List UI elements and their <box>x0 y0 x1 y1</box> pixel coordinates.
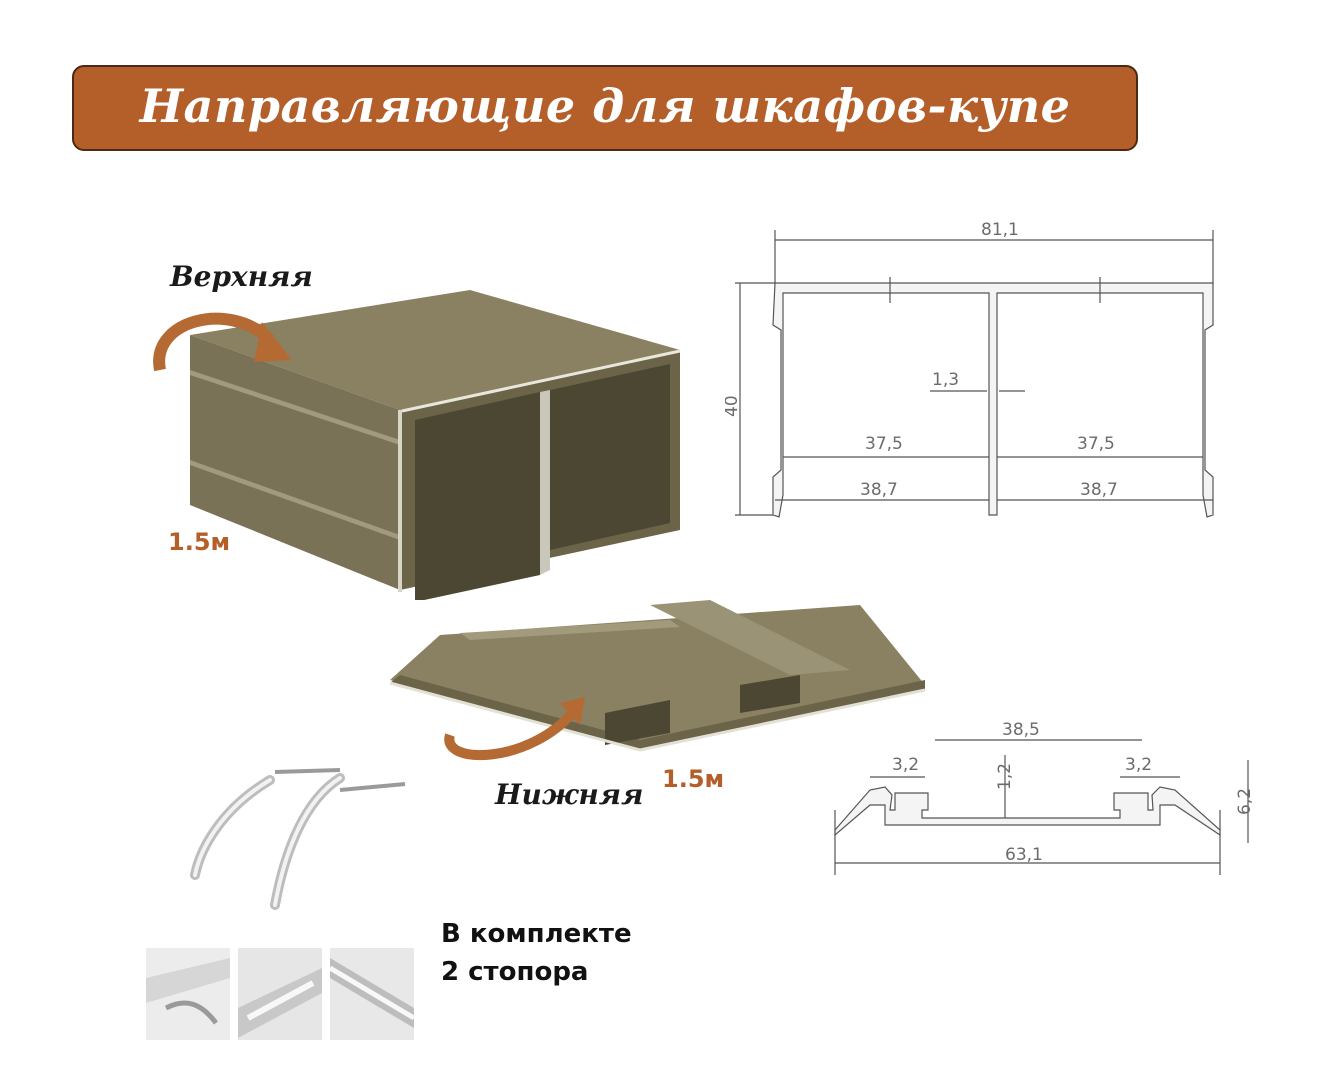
dim-height: 40 <box>725 395 742 417</box>
dim-outer-right: 38,7 <box>1080 480 1118 500</box>
dim-thickness: 1,2 <box>995 763 1015 790</box>
kit-line-2: 2 стопора <box>441 957 589 987</box>
dim-profile-height: 6,2 <box>1235 788 1255 815</box>
stopper-photo-3 <box>330 948 414 1040</box>
kit-line-1: В комплекте <box>441 919 632 949</box>
dim-channel: 38,5 <box>1002 720 1040 740</box>
page-title: Направляющие для шкафов-купе <box>139 79 1071 133</box>
upper-rail-label: Верхняя <box>170 260 313 293</box>
stopper-photo-1 <box>146 948 230 1040</box>
upper-profile-drawing: 81,1 40 1,3 37,5 37,5 38,7 38,7 <box>725 220 1214 518</box>
dim-lower-total-width: 63,1 <box>1005 845 1043 865</box>
dim-slot-left: 3,2 <box>892 755 919 775</box>
dim-wall: 1,3 <box>932 370 959 390</box>
lower-rail-label: Нижняя <box>495 778 644 811</box>
stopper-clips-illustration <box>190 768 406 910</box>
upper-rail-illustration <box>153 290 681 600</box>
lower-profile-drawing: 38,5 3,2 3,2 1,2 6,2 63,1 <box>834 720 1255 875</box>
stopper-photo-2 <box>238 948 322 1040</box>
title-banner: Направляющие для шкафов-купе <box>72 65 1138 151</box>
dim-total-width: 81,1 <box>981 220 1019 240</box>
dim-outer-left: 38,7 <box>860 480 898 500</box>
lower-rail-illustration <box>389 600 926 761</box>
lower-rail-length: 1.5м <box>662 765 725 793</box>
dim-inner-right: 37,5 <box>1077 434 1115 454</box>
upper-rail-length: 1.5м <box>168 528 231 556</box>
dim-inner-left: 37,5 <box>865 434 903 454</box>
dim-slot-right: 3,2 <box>1125 755 1152 775</box>
kit-note: В комплекте 2 стопора <box>441 915 632 991</box>
